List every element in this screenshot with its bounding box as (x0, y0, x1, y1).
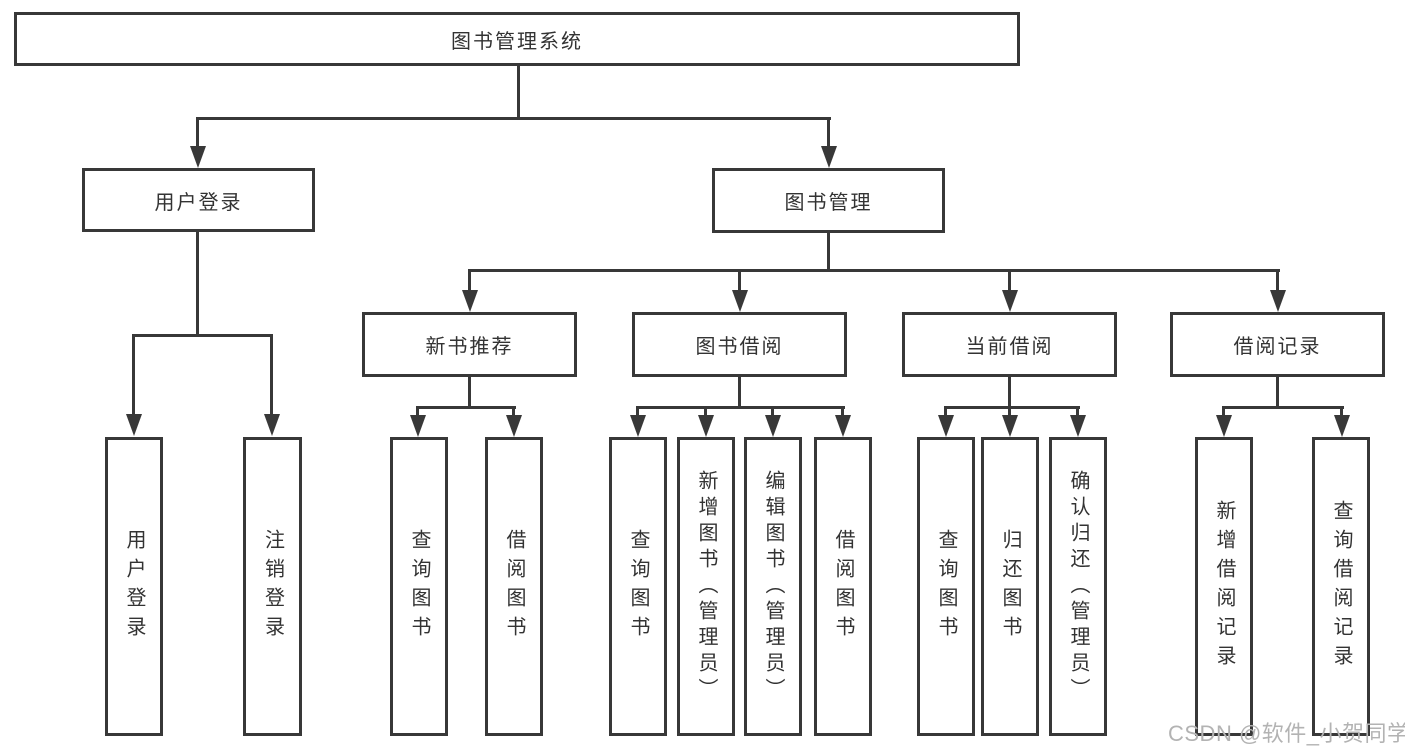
leaf-bb-query-books-label: 查询图书 (627, 528, 649, 645)
connector-book-stem (827, 233, 830, 272)
leaf-br-query-record: 查询借阅记录 (1312, 437, 1370, 736)
leaf-cb-confirm-return: 确认归还（管理员） (1049, 437, 1107, 736)
arrowhead-cb-query (938, 415, 954, 437)
node-borrow-records-label: 借阅记录 (1233, 336, 1322, 358)
connector-bb-shaft4 (841, 406, 844, 418)
connector-nbr-branch (416, 406, 516, 409)
arrowhead-br-add (1216, 415, 1232, 437)
arrowhead-leaf-user-login (126, 414, 142, 436)
leaf-user-login: 用户登录 (105, 437, 163, 736)
arrowhead-bb-edit (765, 415, 781, 437)
leaf-bb-edit-books: 编辑图书（管理员） (744, 437, 802, 736)
leaf-bb-borrow-books: 借阅图书 (814, 437, 872, 736)
leaf-cb-return-books-label: 归还图书 (999, 528, 1021, 645)
leaf-nbr-query-books: 查询图书 (390, 437, 448, 736)
node-book-management-label: 图书管理 (784, 192, 873, 214)
connector-root-stem (517, 64, 520, 118)
node-book-management: 图书管理 (712, 168, 945, 233)
csdn-watermark: CSDN @软件_小贺同学 (1168, 721, 1405, 746)
connector-nbr-shaft2 (512, 406, 515, 418)
connector-user-leaf1-shaft (132, 334, 135, 415)
arrowhead-user-login (190, 146, 206, 168)
arrowhead-cb-return (1002, 415, 1018, 437)
leaf-logout-label: 注销登录 (261, 528, 284, 645)
leaf-br-add-record: 新增借阅记录 (1195, 437, 1253, 736)
arrowhead-current-borrow (1002, 290, 1018, 312)
connector-user-stem (196, 232, 199, 336)
arrowhead-br-query (1334, 415, 1350, 437)
connector-l2-right-shaft (827, 117, 830, 148)
node-new-book-recommend-label: 新书推荐 (425, 336, 514, 358)
arrowhead-bb-add (698, 415, 714, 437)
node-current-borrow: 当前借阅 (902, 312, 1117, 377)
leaf-logout: 注销登录 (243, 437, 302, 736)
arrowhead-bb-query (630, 415, 646, 437)
connector-br-branch (1222, 406, 1344, 409)
connector-nbr-shaft1 (416, 406, 419, 418)
leaf-nbr-borrow-books-label: 借阅图书 (503, 528, 525, 645)
node-root: 图书管理系统 (14, 12, 1020, 66)
connector-nbr-stem (468, 376, 471, 409)
connector-l3-shaft-current (1008, 269, 1011, 292)
leaf-nbr-query-books-label: 查询图书 (408, 528, 430, 645)
leaf-bb-borrow-books-label: 借阅图书 (832, 528, 854, 645)
connector-l3-branch (468, 269, 1280, 272)
connector-cb-shaft3 (1076, 406, 1079, 418)
node-user-login-label: 用户登录 (154, 191, 243, 214)
leaf-bb-add-books-label: 新增图书（管理员） (695, 469, 717, 704)
node-borrow-records: 借阅记录 (1170, 312, 1385, 377)
node-book-borrow-label: 图书借阅 (695, 336, 784, 358)
leaf-nbr-borrow-books: 借阅图书 (485, 437, 543, 736)
connector-cb-branch (944, 406, 1080, 409)
node-new-book-recommend: 新书推荐 (362, 312, 577, 377)
leaf-br-query-record-label: 查询借阅记录 (1330, 499, 1352, 674)
leaf-bb-edit-books-label: 编辑图书（管理员） (762, 469, 784, 704)
arrowhead-cb-confirm (1070, 415, 1086, 437)
leaf-bb-add-books: 新增图书（管理员） (677, 437, 735, 736)
connector-br-shaft2 (1340, 406, 1343, 418)
connector-bb-shaft3 (771, 406, 774, 418)
node-user-login: 用户登录 (82, 168, 315, 232)
connector-bb-shaft1 (636, 406, 639, 418)
connector-bb-stem (738, 376, 741, 409)
connector-l2-left-shaft (196, 117, 199, 148)
connector-l3-shaft-borrow (738, 269, 741, 292)
connector-br-stem (1276, 376, 1279, 409)
node-root-label: 图书管理系统 (451, 30, 583, 53)
arrowhead-new-book-recommend (462, 290, 478, 312)
leaf-cb-query-books: 查询图书 (917, 437, 975, 736)
node-current-borrow-label: 当前借阅 (965, 336, 1054, 358)
arrowhead-book-management (821, 146, 837, 168)
node-book-borrow: 图书借阅 (632, 312, 847, 377)
connector-l3-shaft-records (1276, 269, 1279, 292)
connector-cb-stem (1008, 376, 1011, 409)
leaf-br-add-record-label: 新增借阅记录 (1213, 499, 1235, 674)
connector-user-branch (132, 334, 273, 337)
leaf-cb-confirm-return-label: 确认归还（管理员） (1067, 469, 1089, 704)
connector-user-leaf2-shaft (270, 334, 273, 415)
arrowhead-leaf-logout (264, 414, 280, 436)
arrowhead-borrow-records (1270, 290, 1286, 312)
leaf-cb-return-books: 归还图书 (981, 437, 1039, 736)
connector-br-shaft1 (1222, 406, 1225, 418)
connector-cb-shaft2 (1008, 406, 1011, 418)
connector-cb-shaft1 (944, 406, 947, 418)
arrowhead-bb-borrow (835, 415, 851, 437)
connector-l2-branch (196, 117, 831, 120)
leaf-user-login-label: 用户登录 (123, 528, 145, 645)
leaf-cb-query-books-label: 查询图书 (935, 528, 957, 645)
connector-bb-shaft2 (704, 406, 707, 418)
arrowhead-nbr-query (410, 415, 426, 437)
arrowhead-book-borrow (732, 290, 748, 312)
connector-bb-branch (636, 406, 845, 409)
leaf-bb-query-books: 查询图书 (609, 437, 667, 736)
connector-l3-shaft-recommend (468, 269, 471, 292)
arrowhead-nbr-borrow (506, 415, 522, 437)
